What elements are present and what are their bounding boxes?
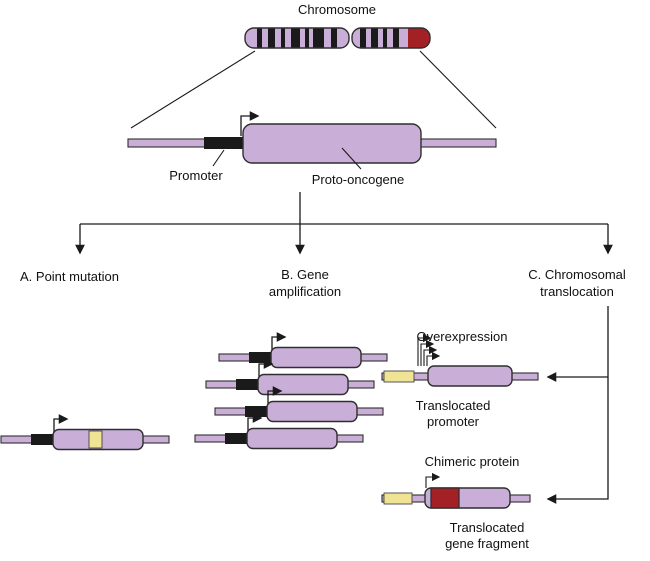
heading-chromosomal-translocation-line1: C. Chromosomal bbox=[528, 267, 626, 282]
transcription-arrow bbox=[240, 111, 260, 136]
translocated-promoter-segment bbox=[383, 370, 415, 383]
overexpression-transcription-arrows bbox=[417, 333, 441, 366]
proto-oncogene-box bbox=[242, 123, 422, 164]
translocated-gene-label-line1: Translocated bbox=[450, 520, 525, 535]
heading-chromosomal-translocation-line2: translocation bbox=[540, 284, 614, 299]
overexpressed-gene bbox=[381, 333, 539, 387]
chimeric-gene bbox=[381, 472, 531, 509]
proto-oncogene-label: Proto-oncogene bbox=[312, 172, 405, 187]
chromosome-label: Chromosome bbox=[298, 2, 376, 17]
chromosome-bands-left bbox=[257, 28, 337, 48]
translocation-branch-line bbox=[546, 306, 609, 504]
oncogene-leader-line bbox=[341, 147, 362, 170]
translocated-promoter-label-line2: promoter bbox=[427, 414, 480, 429]
heading-gene-amplification-line2: amplification bbox=[269, 284, 341, 299]
chimeric-transcription-arrow bbox=[425, 472, 441, 488]
branch-connector bbox=[75, 192, 613, 255]
chromosome-bands-right bbox=[360, 28, 430, 48]
proto-oncogene-diagram: Promoter Proto-oncogene bbox=[127, 111, 497, 187]
promoter-segment bbox=[204, 137, 243, 149]
chimeric-protein-label: Chimeric protein bbox=[425, 454, 520, 469]
zoom-line-right bbox=[419, 50, 497, 129]
amplified-gene-3 bbox=[215, 391, 383, 422]
amplified-gene-1 bbox=[219, 337, 387, 368]
amplified-genes bbox=[195, 337, 387, 449]
chromosome-icon bbox=[244, 27, 431, 49]
point-mutation-band bbox=[88, 430, 103, 449]
promoter-leader-line bbox=[212, 149, 225, 167]
overexpression-label: Overexpression bbox=[416, 329, 507, 344]
amplified-gene-2 bbox=[206, 364, 374, 395]
promoter-label: Promoter bbox=[169, 168, 223, 183]
heading-point-mutation: A. Point mutation bbox=[20, 269, 119, 284]
point-mutation-gene bbox=[1, 419, 169, 450]
translocated-gene-fragment-segment bbox=[430, 487, 460, 509]
amplified-gene-4 bbox=[195, 418, 363, 449]
translocated-promoter-label-line1: Translocated bbox=[416, 398, 491, 413]
heading-gene-amplification-line1: B. Gene bbox=[281, 267, 329, 282]
translocated-gene-label-line2: gene fragment bbox=[445, 536, 529, 551]
chimeric-translocated-promoter-segment bbox=[383, 492, 413, 505]
zoom-line-left bbox=[130, 50, 256, 129]
